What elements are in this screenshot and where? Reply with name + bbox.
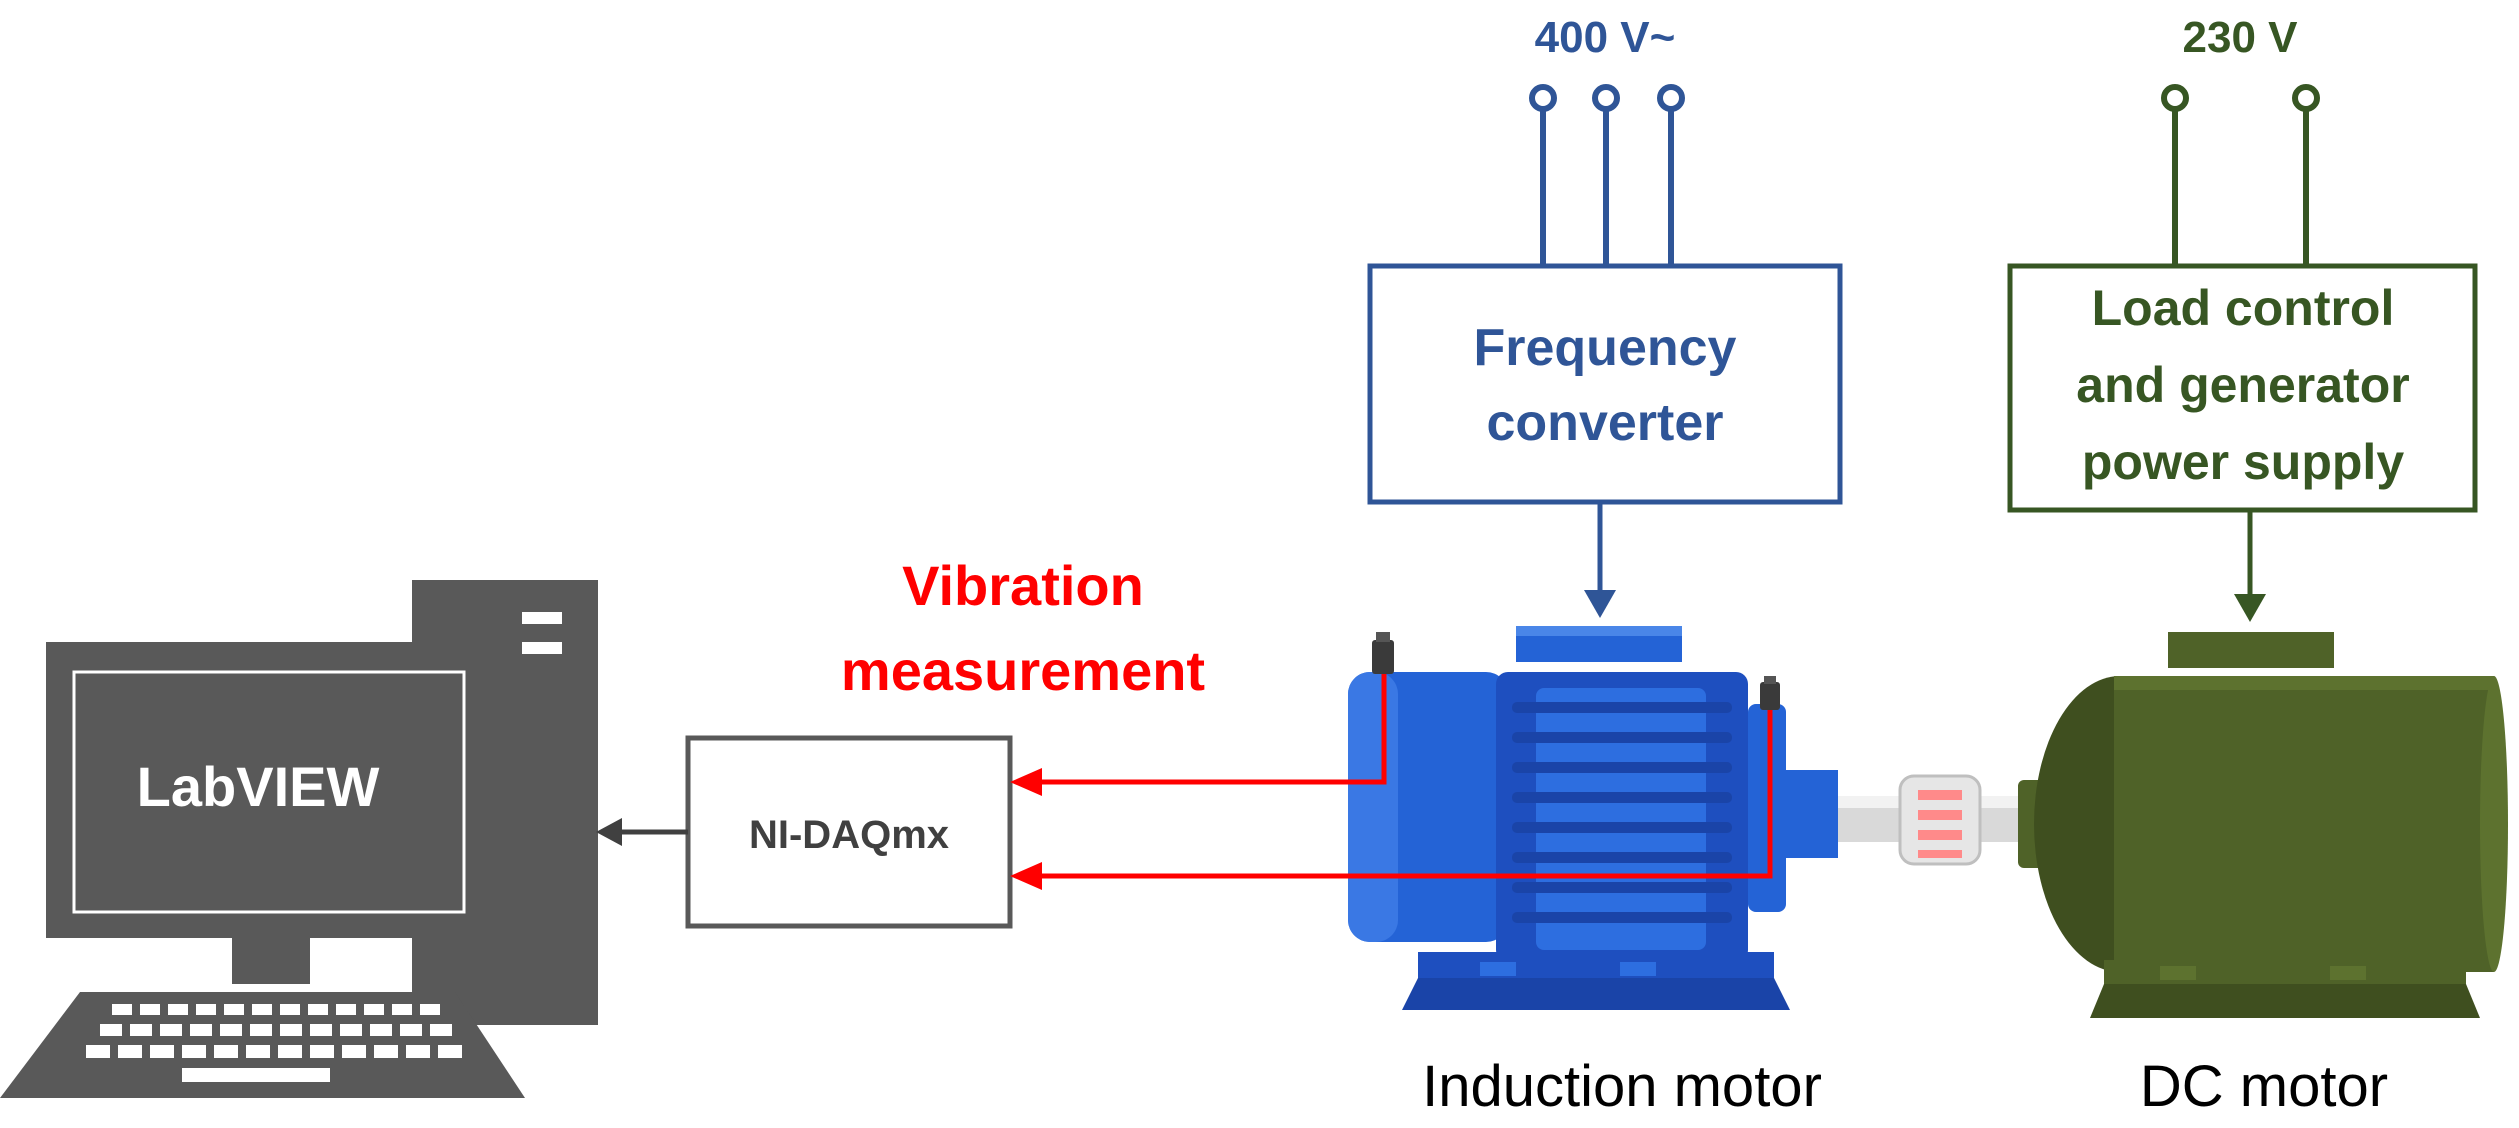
daq-box xyxy=(685,735,1013,929)
accelerometer-1 xyxy=(1372,632,1394,674)
terminal-l1 xyxy=(1529,84,1557,112)
motor-fin-block xyxy=(1536,688,1706,950)
monitor-stand xyxy=(232,938,310,984)
dc-motor-base xyxy=(2104,960,2466,984)
shaft-coupling xyxy=(1838,774,2050,866)
frequency-converter-line1: Frequency xyxy=(1474,319,1737,377)
accelerometer-2 xyxy=(1760,676,1780,710)
load-control-line2: and generator xyxy=(2076,357,2409,413)
monitor-screen xyxy=(72,670,466,914)
tower-slot-1 xyxy=(522,612,562,624)
dc-motor-body xyxy=(2114,676,2494,972)
terminal-l2 xyxy=(1592,84,1620,112)
keyboard-keys xyxy=(86,1004,462,1082)
terminal-minus xyxy=(2292,84,2320,112)
dc-motor-top-mount xyxy=(2168,632,2334,668)
motor-fins xyxy=(1512,702,1732,923)
terminal-l3 xyxy=(1657,84,1685,112)
dc-supply-terminals xyxy=(2161,84,2320,266)
signal-arrowhead-2 xyxy=(1010,862,1042,890)
ac-supply-terminals xyxy=(1529,84,1685,266)
motor-base xyxy=(1418,952,1774,978)
ac-supply-label: 400 V~ xyxy=(1535,13,1676,62)
vibration-line2: measurement xyxy=(841,639,1205,702)
load-control-box xyxy=(2007,263,2478,513)
vibration-signal-cables xyxy=(1040,674,1773,879)
load-control-line1: Load control xyxy=(2092,280,2395,336)
motor-feet xyxy=(1402,978,1790,1010)
motor-front-flange xyxy=(1748,704,1786,912)
induction-motor-label: Induction motor xyxy=(1422,1054,1822,1119)
daq-label: NI-DAQmx xyxy=(749,813,949,857)
converter-to-motor-arrow xyxy=(1584,502,1616,618)
load-to-dcmotor-arrow xyxy=(2234,510,2266,622)
load-control-line3: power supply xyxy=(2082,434,2404,490)
frequency-converter-line2: converter xyxy=(1487,394,1724,452)
labview-label: LabVIEW xyxy=(137,755,380,818)
signal-arrowhead-1 xyxy=(1010,768,1042,796)
dc-motor xyxy=(2018,632,2508,1018)
computer-icon: LabVIEW xyxy=(0,580,598,1098)
dc-motor-feet xyxy=(2090,984,2480,1018)
motor-shaft-housing xyxy=(1786,770,1838,858)
dc-motor-label: DC motor xyxy=(2140,1054,2388,1119)
frequency-converter-box xyxy=(1367,263,1843,505)
daq-to-computer-arrow xyxy=(596,818,688,846)
vibration-line1: Vibration xyxy=(902,554,1144,617)
induction-motor xyxy=(1348,626,1838,1010)
tower-slot-2 xyxy=(522,642,562,654)
dc-supply-label: 230 V xyxy=(2183,13,2299,62)
signal-cable-2 xyxy=(1040,710,1773,879)
terminal-plus xyxy=(2161,84,2189,112)
signal-cable-1 xyxy=(1040,674,1387,785)
